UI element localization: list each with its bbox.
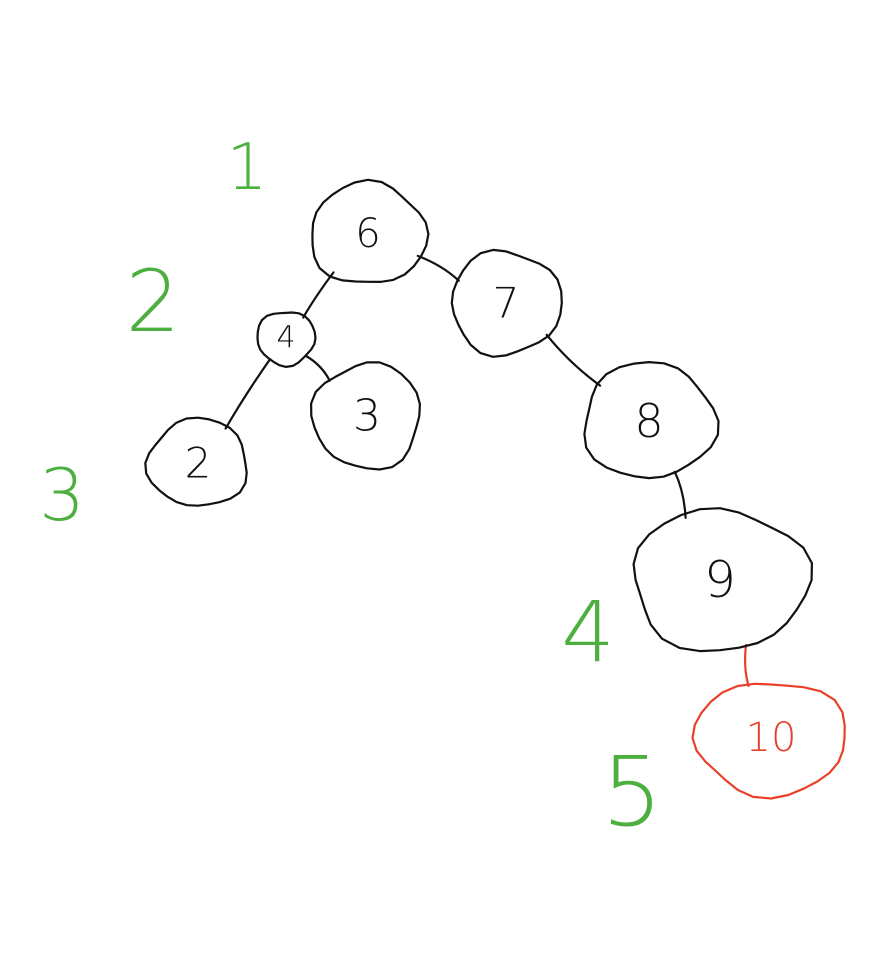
- level-marker-1: 1: [227, 131, 268, 205]
- level-marker-4: 4: [561, 583, 614, 681]
- edges-layer: [224, 254, 750, 687]
- node-circle: [144, 416, 248, 507]
- level-marker-3: 3: [39, 453, 85, 537]
- tree-edge-n8-n9: [673, 470, 687, 519]
- tree-edge-n7-n8: [545, 333, 602, 387]
- node-label: 9: [704, 551, 736, 609]
- nodes-layer: 6 7 4 3 2 8 9 10: [144, 178, 846, 800]
- tree-node-n4: 4: [256, 311, 317, 368]
- node-label: 7: [493, 279, 520, 328]
- tree-edge-n4-n3: [305, 354, 331, 382]
- node-circle: [256, 311, 317, 368]
- node-label: 2: [185, 439, 212, 488]
- level-marker-2: 2: [126, 252, 181, 352]
- tree-node-n3: 3: [310, 361, 421, 471]
- node-label: 8: [634, 394, 663, 448]
- node-circle: [311, 178, 430, 283]
- tree-edge-n6-n4: [302, 271, 335, 319]
- tree-node-n7: 7: [450, 248, 563, 358]
- node-label: 4: [276, 321, 295, 356]
- tree-node-n8: 8: [583, 361, 720, 480]
- node-circle: [691, 682, 846, 800]
- tree-edge-n4-n2: [224, 358, 272, 430]
- tree-node-n10: 10: [691, 682, 846, 800]
- level-marker-5: 5: [601, 736, 662, 848]
- node-circle: [450, 248, 563, 358]
- node-circle: [310, 361, 421, 471]
- tree-node-n2: 2: [144, 416, 248, 507]
- tree-node-n6: 6: [311, 178, 430, 283]
- tree-node-n9: 9: [632, 507, 813, 653]
- tree-edge-n6-n7: [416, 254, 460, 282]
- node-circle: [632, 507, 813, 653]
- node-circle: [583, 361, 720, 480]
- tree-edge-n9-n10: [744, 643, 750, 687]
- node-label: 6: [355, 211, 380, 257]
- node-label: 10: [746, 715, 797, 761]
- node-label: 3: [353, 391, 381, 442]
